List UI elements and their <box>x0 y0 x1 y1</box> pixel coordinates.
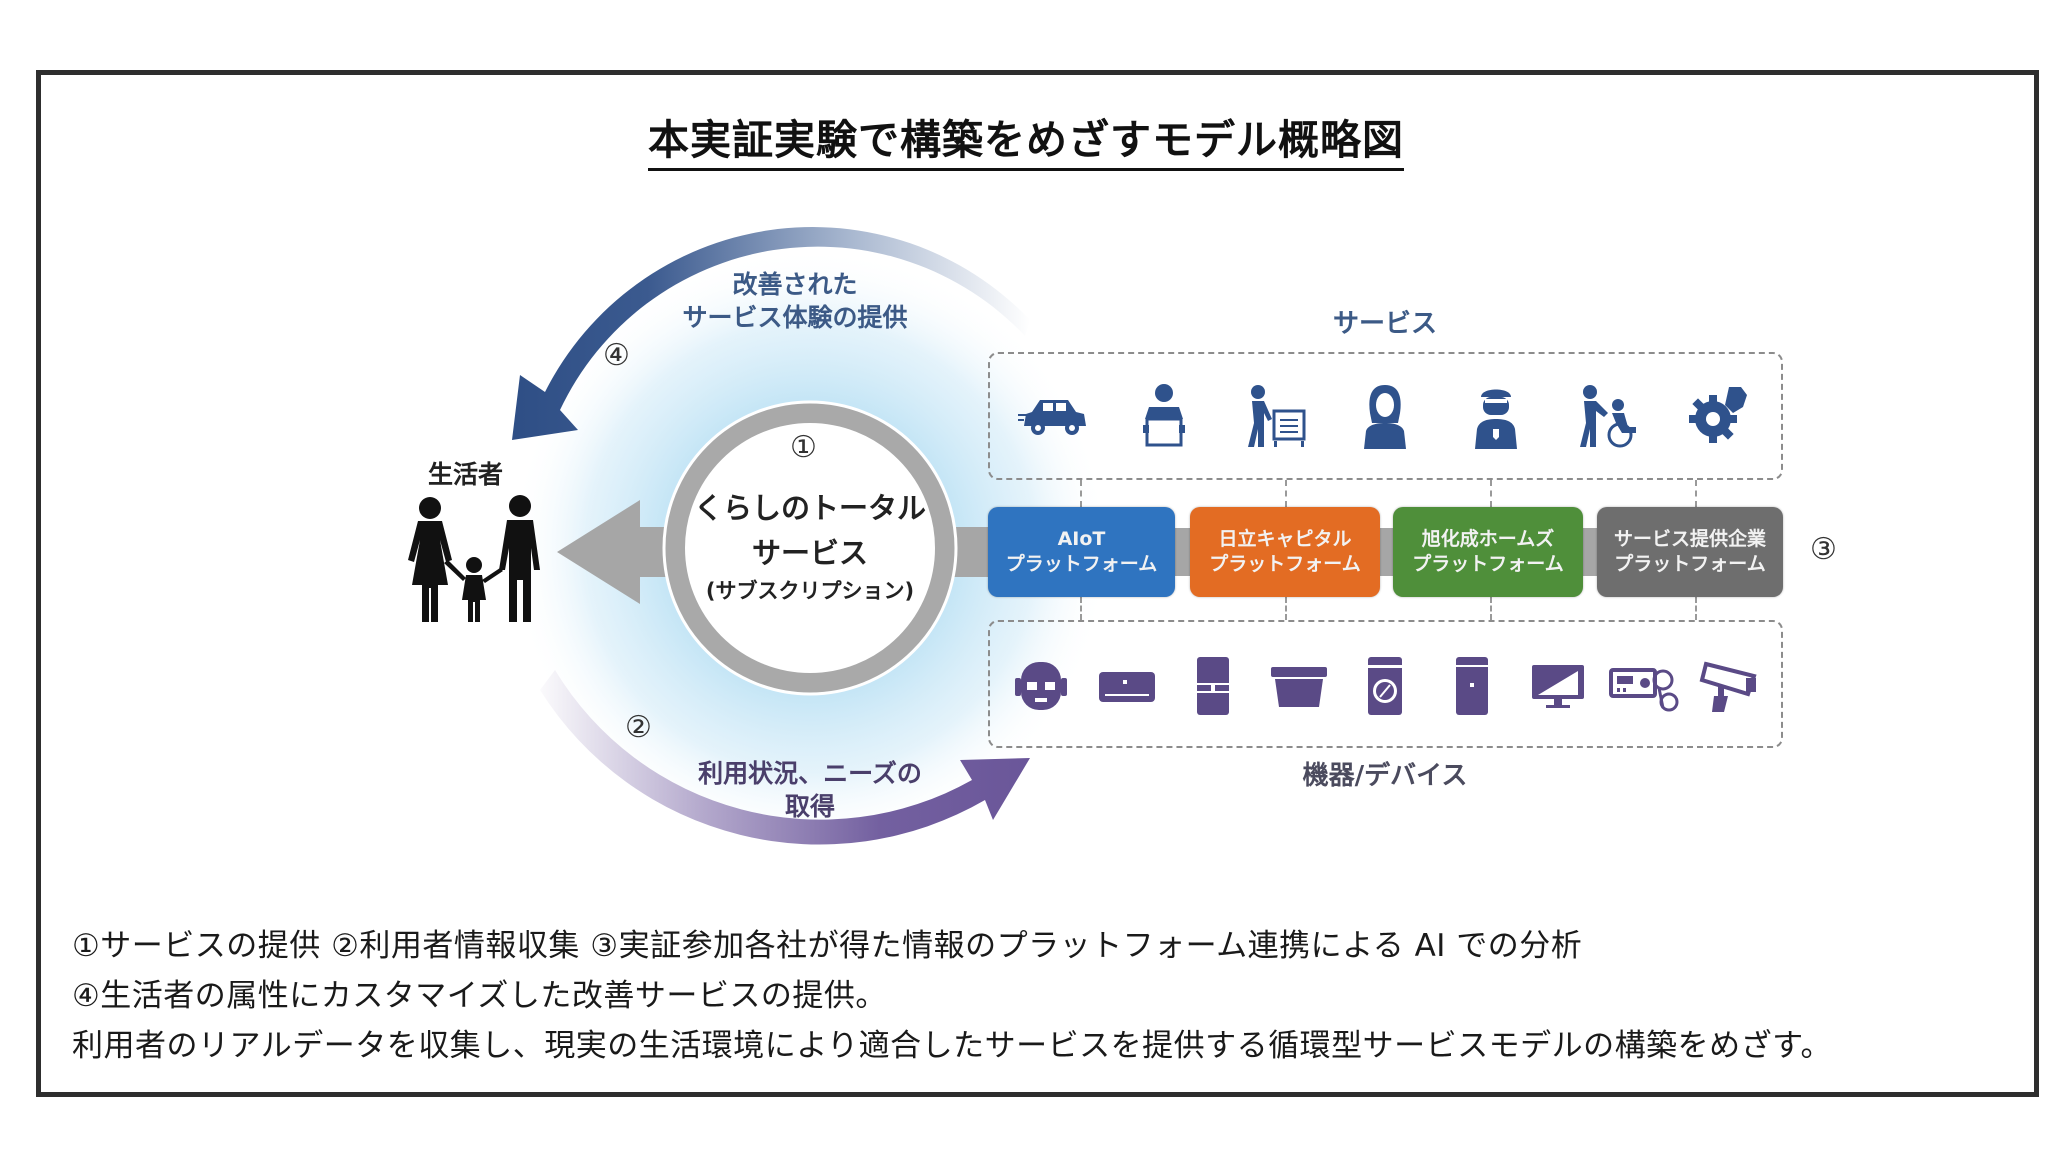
devices-icon-row <box>998 648 1773 724</box>
connector-tick <box>1490 597 1492 620</box>
bathtub-icon <box>1264 651 1334 721</box>
lower-arrow <box>540 670 1030 845</box>
services-icon-row <box>998 378 1773 454</box>
car-icon <box>1018 381 1088 451</box>
step-4-number: ④ <box>603 338 630 373</box>
robot-icon <box>1006 651 1076 721</box>
gear-wrench-icon <box>1683 381 1753 451</box>
caregiver-wheelchair-icon <box>1572 381 1642 451</box>
upper-arrow-label: 改善された サービス体験の提供 <box>650 268 940 334</box>
platform-asahi-name: 旭化成ホームズ <box>1421 528 1555 550</box>
water-heater-icon <box>1437 651 1507 721</box>
intercom-icon <box>1608 651 1679 721</box>
connector-tick <box>1285 597 1287 620</box>
platform-hitachi-capital: 日立キャピタル プラットフォーム <box>1190 507 1380 597</box>
connector-tick <box>1080 480 1082 507</box>
upper-arrow-line1: 改善された <box>732 270 858 299</box>
center-title: くらしのトータル <box>693 491 926 525</box>
connector-tick <box>1695 597 1697 620</box>
platform-service-name: サービス提供企業 <box>1613 528 1766 550</box>
step-2-number: ② <box>625 710 652 745</box>
step-3-number: ③ <box>1810 532 1837 567</box>
platform-service-provider: サービス提供企業 プラットフォーム <box>1597 507 1783 597</box>
connector-tick <box>1285 480 1287 507</box>
refrigerator-icon <box>1178 651 1248 721</box>
notes-line-3: 利用者のリアルデータを収集し、現実の生活環境により適合したサービスを提供する循環… <box>72 1028 1832 1064</box>
center-subtitle: サービス <box>751 536 868 570</box>
figure-title: 本実証実験で構築をめざすモデル概略図 <box>648 106 1404 171</box>
services-label: サービス <box>1332 309 1437 339</box>
platform-asahi-kasei-homes: 旭化成ホームズ プラットフォーム <box>1393 507 1583 597</box>
devices-box <box>988 620 1783 748</box>
upper-arrow-line2: サービス体験の提供 <box>682 303 908 332</box>
lower-arrow-label: 利用状況、ニーズの 取得 <box>660 757 960 823</box>
services-box <box>988 352 1783 480</box>
platform-aiot-type: プラットフォーム <box>1005 553 1158 575</box>
family-icon <box>408 495 540 622</box>
lower-arrow-line1: 利用状況、ニーズの <box>698 759 922 788</box>
connector-tick <box>1080 597 1082 620</box>
platform-aiot-name: AIoT <box>1057 528 1106 550</box>
female-operator-icon <box>1350 381 1420 451</box>
platform-hitachi-name: 日立キャピタル <box>1218 528 1352 550</box>
notes-line-1: ①サービスの提供 ②利用者情報収集 ③実証参加各社が得た情報のプラットフォーム連… <box>72 928 1583 964</box>
notes-line-2: ④生活者の属性にカスタマイズした改善サービスの提供。 <box>72 978 887 1014</box>
connector-tick <box>1695 480 1697 507</box>
lower-arrow-line2: 取得 <box>784 792 835 821</box>
upper-arrow <box>512 227 1030 440</box>
platform-asahi-type: プラットフォーム <box>1412 553 1564 575</box>
monitor-icon <box>1523 651 1593 721</box>
security-guard-icon <box>1461 381 1531 451</box>
connector-tick <box>1490 480 1492 507</box>
platform-hitachi-type: プラットフォーム <box>1209 553 1361 575</box>
platform-service-type: プラットフォーム <box>1614 553 1766 575</box>
shopping-cart-person-icon <box>1240 381 1310 451</box>
devices-label: 機器/デバイス <box>1302 761 1468 791</box>
step-1-number: ① <box>790 430 817 465</box>
center-note: (サブスクリプション) <box>705 579 915 603</box>
air-conditioner-icon <box>1092 651 1162 721</box>
consumer-label: 生活者 <box>428 460 504 489</box>
platform-aiot: AIoT プラットフォーム <box>988 507 1175 597</box>
center-ring <box>665 403 955 693</box>
delivery-person-icon <box>1129 381 1199 451</box>
washing-machine-icon <box>1350 651 1420 721</box>
security-camera-icon <box>1695 651 1765 721</box>
